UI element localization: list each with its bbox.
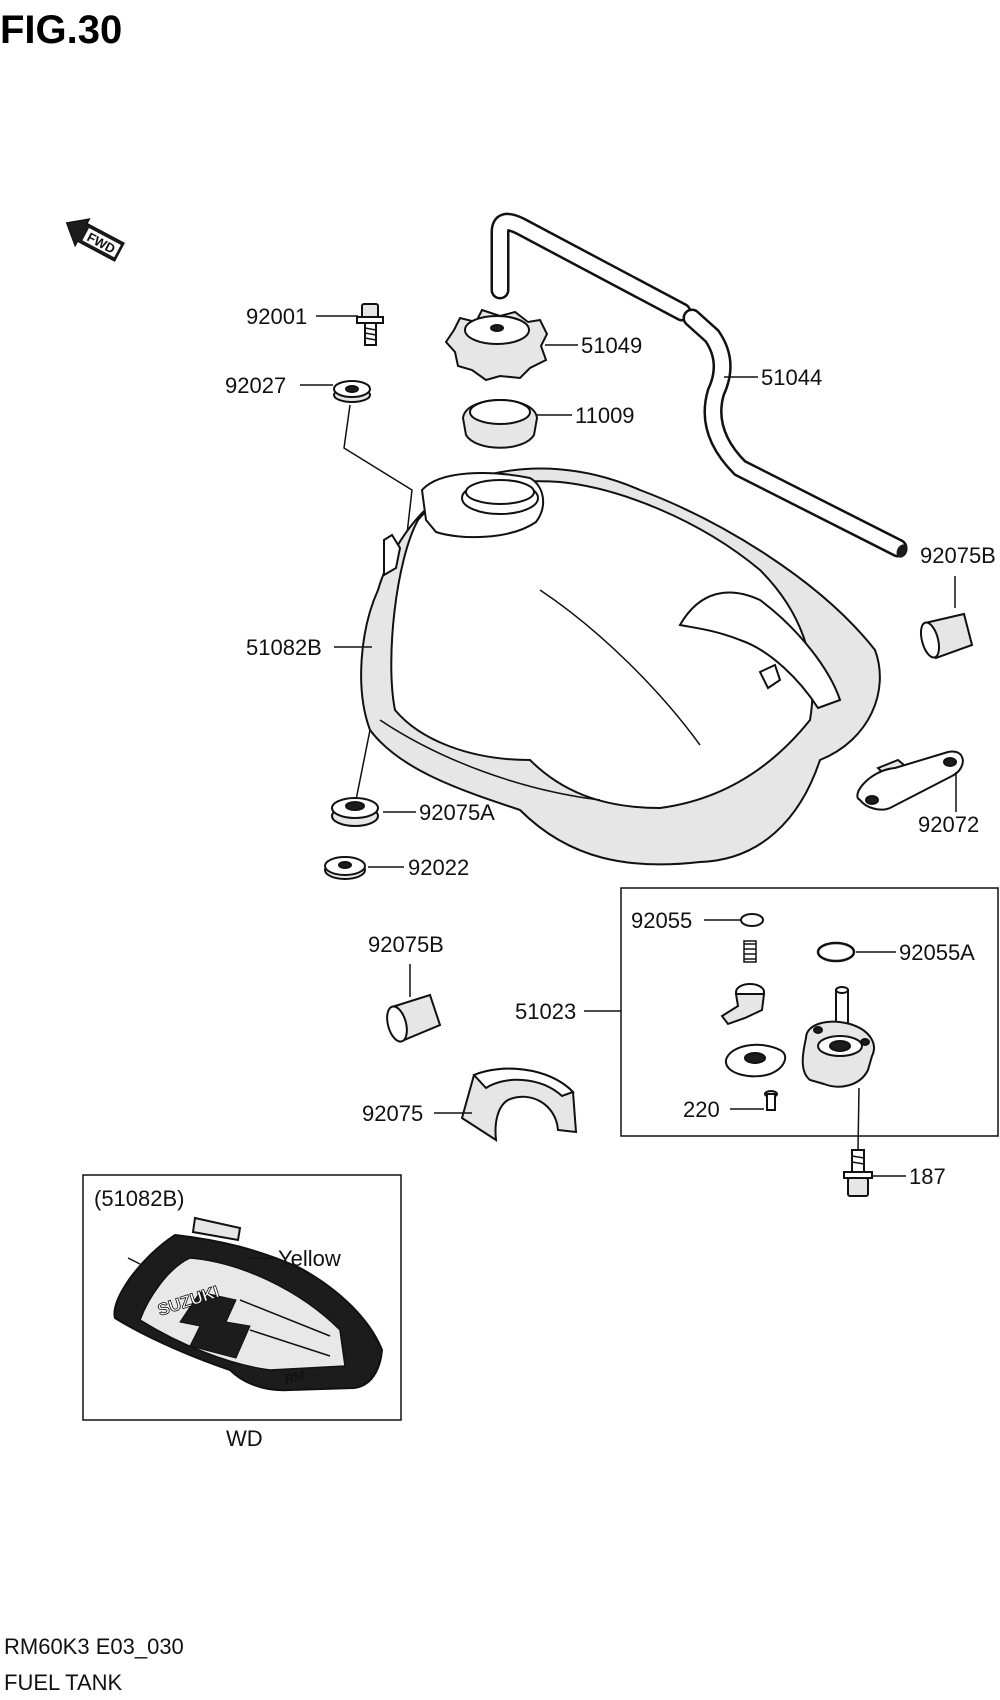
fuel-cock-group-box — [620, 887, 999, 1137]
bolt-187-icon — [843, 1149, 873, 1197]
o-ring-92055-icon — [740, 913, 764, 927]
part-label-11009: 11009 — [575, 403, 635, 428]
decal-color-label: Yellow — [278, 1246, 341, 1271]
cushion-92075-icon — [460, 1067, 578, 1142]
tank-decal-icon: SUZUKI RM — [113, 1216, 384, 1392]
part-label-92075B-top: 92075B — [920, 543, 996, 568]
screw-220-icon — [764, 1090, 778, 1111]
decal-badge-text: RM — [283, 1367, 308, 1387]
part-label-187: 187 — [909, 1164, 946, 1189]
part-label-92055A: 92055A — [899, 940, 975, 965]
footer-code: RM60K3 E03_030 — [4, 1634, 184, 1659]
fuel-cock-body-icon — [801, 986, 875, 1088]
cap-gasket-11009-icon — [461, 399, 539, 449]
footer-name: FUEL TANK — [4, 1670, 123, 1695]
part-label-51049: 51049 — [581, 333, 642, 358]
fuel-cap-51049-icon — [444, 308, 549, 382]
gasket-plate-icon — [725, 1043, 787, 1078]
part-label-51082B: 51082B — [246, 635, 322, 660]
lever-icon — [720, 983, 766, 1026]
grommet-92027-icon — [333, 380, 371, 403]
part-label-92001: 92001 — [246, 304, 307, 329]
decal-inset-box — [82, 1174, 402, 1421]
spring-icon — [743, 940, 757, 963]
part-label-92055: 92055 — [631, 908, 692, 933]
part-label-92075A: 92075A — [419, 800, 495, 825]
part-label-92022: 92022 — [408, 855, 469, 880]
cushion-92075B-mid-icon — [386, 993, 442, 1043]
breather-hose-51044-icon — [490, 212, 908, 558]
cushion-92075B-top-icon — [919, 612, 974, 660]
figure-title: FIG.30 — [0, 8, 122, 52]
part-label-220: 220 — [683, 1097, 720, 1122]
o-ring-92055A-icon — [816, 941, 856, 963]
fuel-tank-51082B-icon — [360, 467, 881, 866]
fwd-arrow-icon: FWD — [65, 218, 125, 262]
part-label-51044: 51044 — [761, 365, 822, 390]
part-label-92072: 92072 — [918, 812, 979, 837]
inset-caption: WD — [226, 1426, 263, 1451]
part-label-92075B-mid: 92075B — [368, 932, 444, 957]
grommet-92075A-icon — [331, 797, 379, 827]
bracket-92072-icon — [856, 750, 964, 811]
part-label-92075: 92075 — [362, 1101, 423, 1126]
part-label-51023: 51023 — [515, 999, 576, 1024]
bolt-92001-icon — [356, 303, 384, 346]
part-label-92027: 92027 — [225, 373, 286, 398]
washer-92022-icon — [324, 856, 366, 880]
inset-ref-label: (51082B) — [94, 1186, 185, 1211]
